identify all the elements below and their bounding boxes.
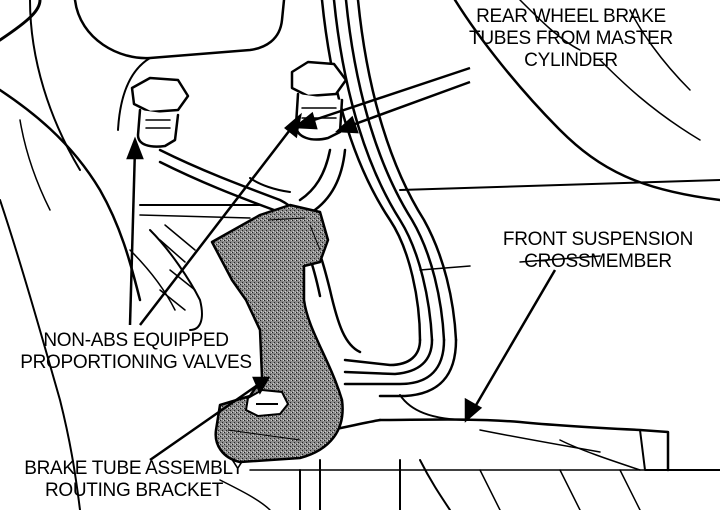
brake-tube-2 bbox=[332, 0, 434, 342]
brake-tube-1 bbox=[320, 0, 422, 342]
callout-routing-bracket: BRAKE TUBE ASSEMBLY ROUTING BRACKET bbox=[14, 458, 254, 502]
left-proportioning-valve bbox=[130, 76, 190, 148]
leader-lines bbox=[126, 66, 557, 462]
callout-line: FRONT SUSPENSION bbox=[502, 229, 694, 250]
callout-line: CROSSMEMBER bbox=[524, 251, 672, 272]
master-cylinder-outline bbox=[0, 88, 142, 302]
callout-proportioning-valves: NON-ABS EQUIPPED PROPORTIONING VALVES bbox=[4, 330, 268, 374]
callout-rear-wheel-brake-tubes: REAR WHEEL BRAKE TUBES FROM MASTER CYLIN… bbox=[446, 6, 696, 72]
valve-tube-right bbox=[298, 148, 332, 202]
fender-contour bbox=[453, 0, 720, 202]
crossmember-top bbox=[378, 418, 670, 472]
brake-tube-4 bbox=[356, 0, 458, 342]
brake-tube-3 bbox=[344, 0, 446, 342]
callout-line: BRAKE TUBE ASSEMBLY bbox=[24, 458, 244, 479]
callout-line: CYLINDER bbox=[524, 50, 618, 71]
callout-line: NON-ABS EQUIPPED bbox=[43, 330, 229, 351]
bracket-bolt-icon bbox=[244, 388, 290, 418]
callout-line: TUBES FROM MASTER bbox=[469, 28, 673, 49]
callout-line: ROUTING BRACKET bbox=[44, 480, 224, 501]
frame-top-contour bbox=[73, 0, 286, 60]
routing-bracket-shape bbox=[210, 203, 344, 464]
frame-edge-left bbox=[0, 0, 42, 42]
callout-line: REAR WHEEL BRAKE bbox=[476, 6, 666, 27]
callout-line: PROPORTIONING VALVES bbox=[20, 352, 252, 373]
callout-front-suspension-crossmember: FRONT SUSPENSION CROSSMEMBER bbox=[482, 229, 714, 273]
